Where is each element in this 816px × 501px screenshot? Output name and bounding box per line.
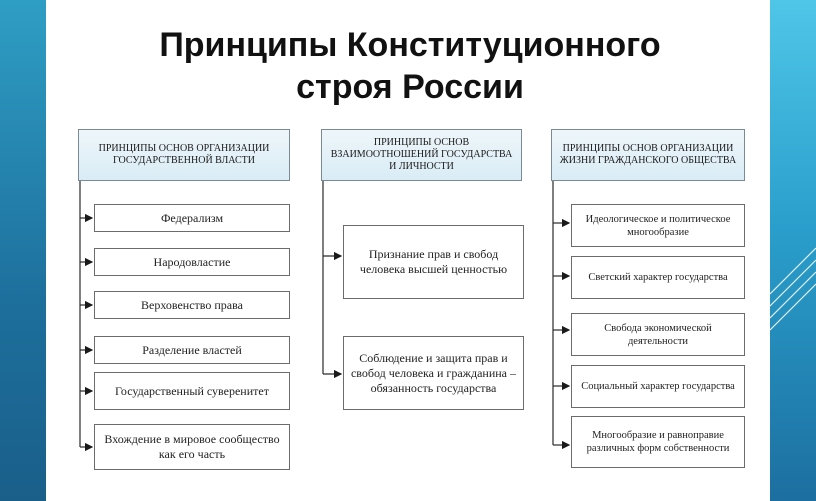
principle-separation-of-powers: Разделение властей	[94, 336, 290, 364]
slide-bottom-margin	[46, 482, 770, 501]
right-decor-strip	[770, 0, 816, 501]
column-header-state-power: Принципы основ организации государственн…	[78, 129, 290, 181]
column-header-civil-society: Принципы основ организации жизни граждан…	[551, 129, 745, 181]
decor-stripes-icon	[770, 247, 816, 331]
left-decor-strip	[0, 0, 46, 501]
principle-ideological-diversity: Идеологическое и политическое многообраз…	[571, 204, 745, 247]
slide-title-line-1: Принципы Конституционного	[159, 26, 661, 64]
principle-property-forms: Многообразие и равноправие различных фор…	[571, 416, 745, 468]
principle-sovereignty: Государственный суверенитет	[94, 372, 290, 410]
principle-federalism: Федерализм	[94, 204, 290, 232]
slide-title-line-2: строя России	[296, 68, 524, 106]
principle-secular-state: Светский характер государства	[571, 256, 745, 299]
column-header-state-and-person: Принципы основ взаимоотношений государст…	[321, 129, 522, 181]
principle-human-rights-value: Признание прав и свобод человека высшей …	[343, 225, 524, 299]
principle-rule-of-law: Верховенство права	[94, 291, 290, 319]
principle-world-community: Вхождение в мировое сообщество как его ч…	[94, 424, 290, 470]
principle-democracy: Народовластие	[94, 248, 290, 276]
principle-rights-protection: Соблюдение и защита прав и свобод челове…	[343, 336, 524, 410]
slide-title: Принципы Конституционного строя России	[60, 24, 760, 108]
principle-social-state: Социальный характер государства	[571, 365, 745, 408]
principle-economic-freedom: Свобода экономической деятельности	[571, 313, 745, 356]
